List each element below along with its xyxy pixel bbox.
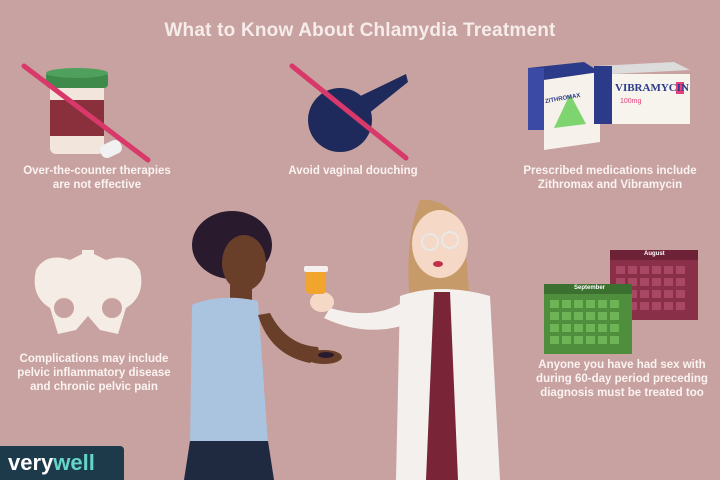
calendar-september-icon	[544, 284, 632, 354]
otc-bottle-icon	[21, 63, 151, 163]
doctor-figure	[304, 199, 500, 480]
calendar-september-label: September	[574, 285, 606, 291]
douche-icon	[289, 63, 409, 161]
vibramycin-label: VIBRAMYCIN	[615, 82, 689, 94]
pelvis-icon	[34, 250, 142, 334]
caption-meds: Prescribed medications include Zithromax…	[523, 165, 697, 191]
caption-otc: Over-the-counter therapies are not effec…	[23, 165, 171, 191]
page-title: What to Know About Chlamydia Treatment	[164, 20, 556, 41]
brand-wordmark: verywell	[8, 450, 95, 475]
caption-partners: Anyone you have had sex with during 60-d…	[536, 359, 708, 399]
medication-boxes-icon	[528, 62, 690, 150]
calendar-august-label: August	[644, 251, 665, 257]
brand-logo[interactable]: verywell	[0, 446, 124, 480]
vibramycin-dose: 100mg	[620, 98, 642, 105]
patient-figure	[184, 211, 342, 480]
caption-douche: Avoid vaginal douching	[288, 165, 418, 177]
caption-complications: Complications may include pelvic inflamm…	[17, 353, 171, 393]
